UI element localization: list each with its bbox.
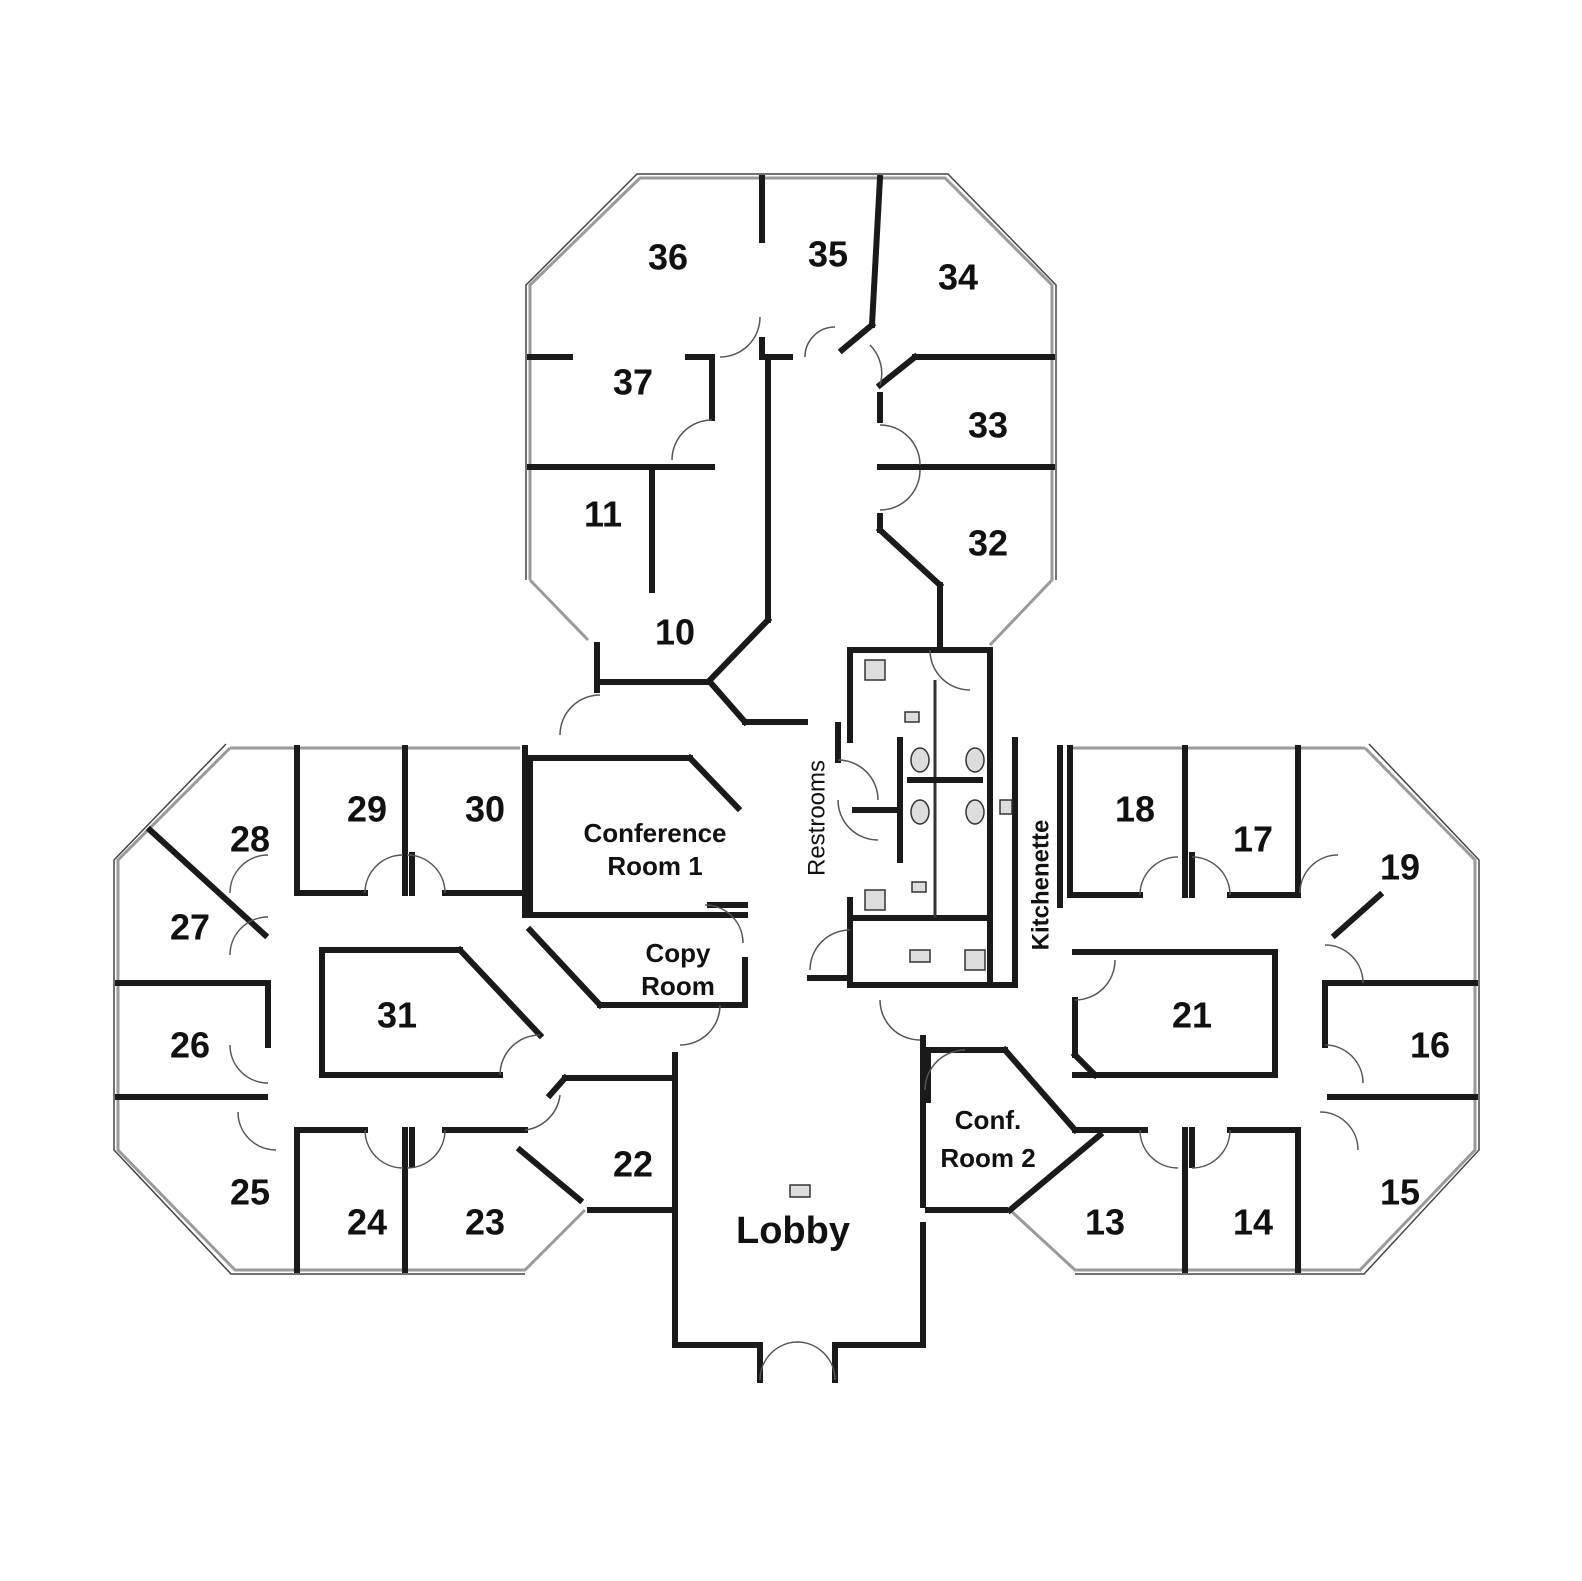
room-25-label: 25 [230, 1172, 270, 1213]
room-14-label: 14 [1233, 1202, 1273, 1243]
room-11-label: 11 [584, 494, 622, 535]
room-30-label: 30 [465, 789, 505, 830]
room-36-label: 36 [648, 237, 688, 278]
east-wing-exterior [1008, 743, 1480, 1275]
room-13-label: 13 [1085, 1202, 1125, 1243]
door-swings [229, 316, 1364, 1381]
room-35-label: 35 [808, 234, 848, 275]
room-37-label: 37 [613, 362, 653, 403]
room-labels: 36 35 34 37 33 11 32 10 29 30 28 27 31 2… [170, 234, 1450, 1253]
west-wing-exterior [113, 743, 587, 1275]
room-22-label: 22 [613, 1144, 653, 1185]
conf-room-2-label-line1: Conf. [955, 1105, 1021, 1135]
room-31-label: 31 [377, 995, 417, 1036]
room-33-label: 33 [968, 405, 1008, 446]
copy-room-label-line1: Copy [646, 938, 712, 968]
room-15-label: 15 [1380, 1172, 1420, 1213]
copy-room-label-line2: Room [641, 971, 715, 1001]
lobby-walls [672, 1035, 926, 1383]
room-34-label: 34 [938, 257, 978, 298]
room-29-label: 29 [347, 789, 387, 830]
west-wing-walls [115, 745, 673, 1273]
room-18-label: 18 [1115, 789, 1155, 830]
room-16-label: 16 [1410, 1025, 1450, 1066]
north-wing-exterior [525, 173, 1057, 647]
room-27-label: 27 [170, 907, 210, 948]
north-wing-walls [527, 174, 1055, 727]
room-24-label: 24 [347, 1202, 387, 1243]
room-10-label: 10 [655, 612, 695, 653]
room-28-label: 28 [230, 819, 270, 860]
room-17-label: 17 [1233, 819, 1273, 860]
conf-room-2-label-line2: Room 2 [940, 1143, 1035, 1173]
conference-room-1-walls [525, 753, 748, 1010]
east-wing-walls [1005, 745, 1478, 1273]
conference-room-1-label-line2: Room 1 [607, 851, 702, 881]
room-23-label: 23 [465, 1202, 505, 1243]
restrooms-label: Restrooms [803, 760, 830, 876]
conference-room-1-label-line1: Conference [583, 818, 726, 848]
restroom-block [807, 647, 1018, 988]
room-21-label: 21 [1172, 995, 1212, 1036]
kitchenette-label: Kitchenette [1027, 820, 1054, 951]
room-32-label: 32 [968, 523, 1008, 564]
room-19-label: 19 [1380, 847, 1420, 888]
room-26-label: 26 [170, 1025, 210, 1066]
lobby-label: Lobby [736, 1210, 850, 1252]
